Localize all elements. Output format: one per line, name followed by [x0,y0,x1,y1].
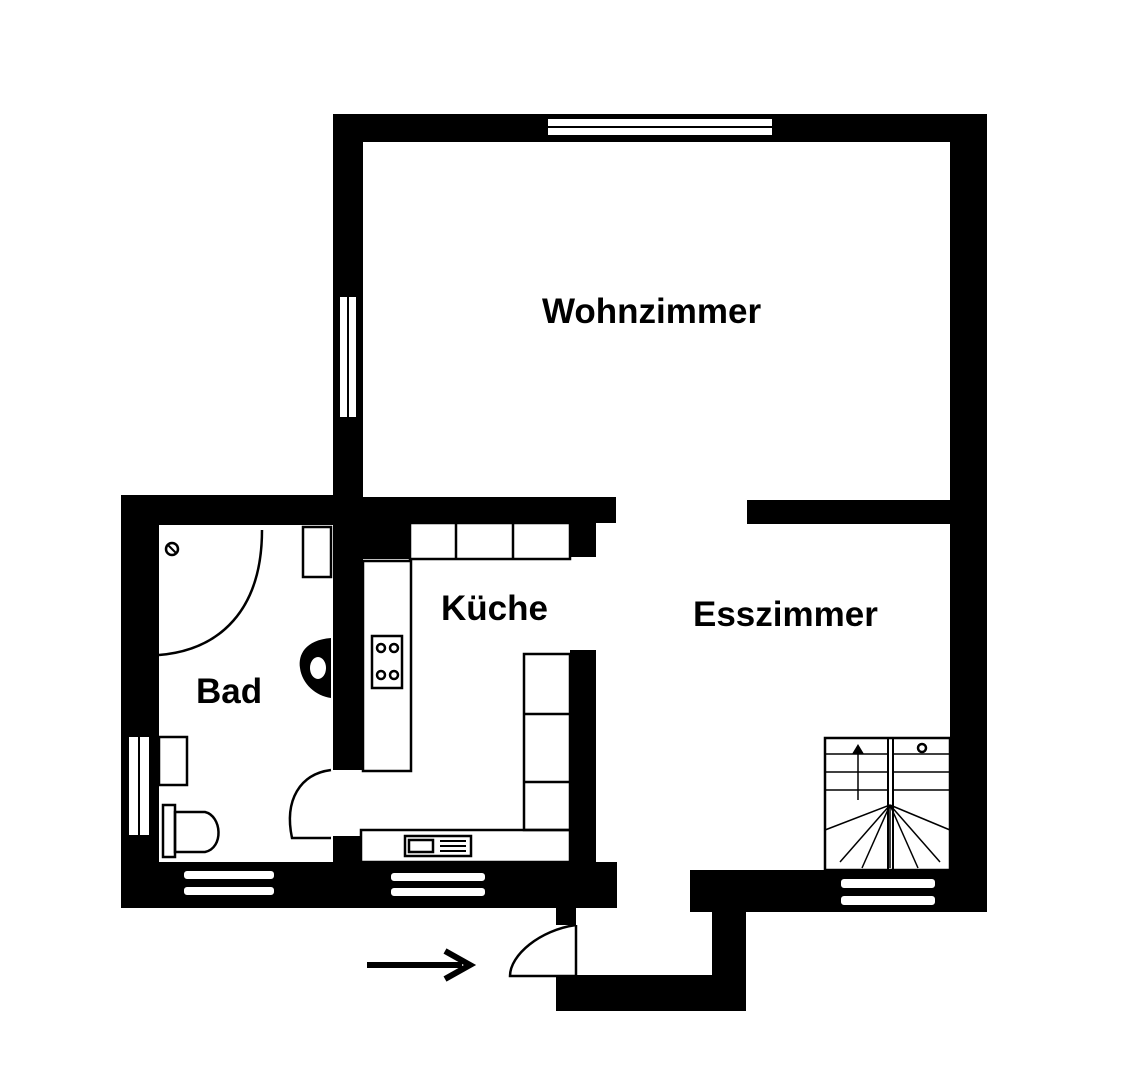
wall-middle-right [747,500,987,524]
wall-bad-kueche-lower [333,836,361,866]
bathroom-fixtures [157,525,333,859]
room-label-kueche: Küche [441,589,548,628]
room-label-wohnzimmer: Wohnzimmer [542,292,761,331]
staircase-icon [823,736,952,872]
toilet-icon [161,803,220,859]
sink-icon [403,834,473,858]
bad-cabinet [301,525,333,579]
wall-middle-stub [570,497,596,557]
wall-entry-right [712,905,746,1011]
arrow-right-icon [367,948,477,982]
stove-icon [370,634,404,690]
room-label-esszimmer: Esszimmer [693,595,878,634]
wall-kueche-right [570,650,596,870]
door-bad [288,768,332,840]
kitchen-furniture [359,521,572,864]
kitchen-counter-right [522,652,572,832]
windows [127,117,937,907]
wall-entry-left [556,905,576,925]
window-wohnzimmer-left [338,295,358,419]
window-bad-bottom [182,869,276,897]
wall-kueche-corner [363,523,409,559]
wall-bad-kueche [333,495,363,770]
window-top [546,117,774,137]
window-bad-left [127,735,151,837]
door-entrance [508,923,577,978]
window-kueche-bottom [389,871,487,898]
bad-shelf [157,735,189,787]
shower-icon [158,529,264,657]
window-esszimmer-bottom [839,877,937,907]
kitchen-counter-left [361,559,413,773]
wall-bad-top [121,495,363,525]
wall-middle-left [333,497,616,523]
washbasin-icon [299,638,331,698]
kitchen-cabinets-top [408,521,572,561]
kitchen-counter-bottom [359,828,572,864]
wall-bad-left [121,495,159,907]
room-label-bad: Bad [196,672,262,711]
walls [121,114,987,1011]
